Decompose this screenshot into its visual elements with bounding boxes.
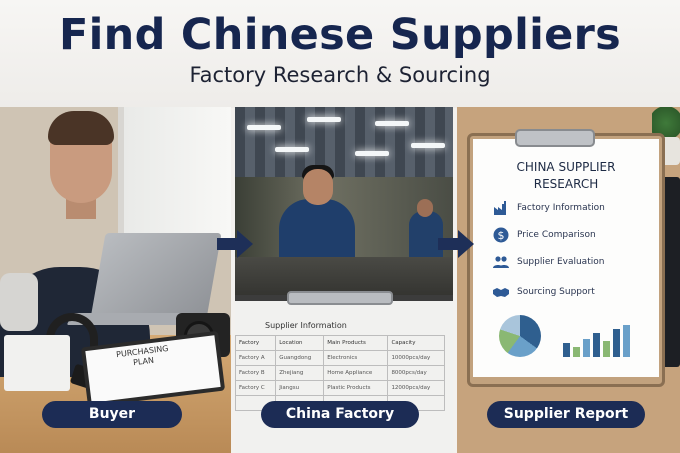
column-header: Location [275,335,325,351]
report-item-sourcing-support: Sourcing Support [493,284,595,300]
factory-panel: Supplier Information Factory Location Ma… [235,107,453,453]
supplier-table: Factory Location Main Products Capacity … [235,335,445,411]
supplier-info-title: Supplier Information [265,321,347,330]
report-panel: CHINA SUPPLIER RESEARCH Factory Informat… [457,107,680,453]
page-subtitle: Factory Research & Sourcing [189,63,491,87]
table-cell: Factory A [235,350,277,366]
pie-chart-icon [499,315,541,357]
table-cell: 10000pcs/day [387,350,445,366]
arrow-head [237,230,253,258]
table-cell: Home Appliance [323,365,389,381]
dollar-icon: $ [493,227,509,243]
supplier-report-label: Supplier Report [487,401,645,428]
table-cell: Factory C [235,380,277,396]
column-header: Capacity [387,335,445,351]
report-title-line-2: RESEARCH [533,177,599,191]
smart-speaker [0,273,38,331]
table-cell: Electronics [323,350,389,366]
ceiling-light [411,143,445,148]
china-factory-label: China Factory [261,401,419,428]
table-cell: 8000pcs/day [387,365,445,381]
arrow-shaft [438,238,460,250]
ceiling-light [307,117,341,122]
buyer-panel: PURCHASING PLAN [0,107,231,453]
people-icon [493,254,509,270]
page-title: Find Chinese Suppliers [58,10,622,60]
report-item-price-comparison: $ Price Comparison [493,227,596,243]
table-cell: Guangdong [275,350,325,366]
report-item-factory-information: Factory Information [493,200,605,216]
column-header: Factory [235,335,277,351]
handshake-icon [493,284,509,300]
report-item-label: Price Comparison [517,230,596,240]
factory-icon [493,200,509,216]
laptop [90,233,222,319]
bar [563,343,570,357]
buyer-label: Buyer [42,401,182,428]
ceiling-light [275,147,309,152]
table-row: Factory A Guangdong Electronics 10000pcs… [235,350,445,366]
window [118,107,231,247]
report-item-label: Factory Information [517,203,605,213]
worker-2-head [417,199,433,217]
arrow-head [458,230,474,258]
table-cell: 12000pcs/day [387,380,445,396]
table-cell: Plastic Products [323,380,389,396]
report-item-supplier-evaluation: Supplier Evaluation [493,254,604,270]
bar [593,333,600,357]
report-title: CHINA SUPPLIER RESEARCH [473,159,659,193]
report-item-label: Supplier Evaluation [517,257,605,267]
table-cell: Jiangsu [275,380,325,396]
bar [603,341,610,357]
table-row: Factory B Zhejiang Home Appliance 8000pc… [235,365,445,381]
table-cell: Factory B [235,365,277,381]
table-cell: Zhejiang [275,365,325,381]
clipboard-clip [287,291,393,305]
factory-worker-2 [409,211,443,261]
report-title-line-1: CHINA SUPPLIER [516,160,616,174]
ceiling-light [247,125,281,130]
ceiling-light [375,121,409,126]
white-box [4,335,70,391]
arrow-shaft [217,238,239,250]
worker-head [303,169,333,205]
table-row: Factory C Jiangsu Plastic Products 12000… [235,380,445,396]
svg-text:$: $ [498,229,505,242]
report-item-label: Sourcing Support [517,287,595,297]
bar-chart-icon [561,313,635,357]
bar [573,347,580,357]
buyer-hair [48,111,114,145]
bar [623,325,630,357]
bar [583,339,590,357]
table-header-row: Factory Location Main Products Capacity [235,335,445,351]
headphones-icon [46,313,98,347]
ceiling-light [355,151,389,156]
header: Find Chinese Suppliers Factory Research … [0,0,680,108]
column-header: Main Products [323,335,389,351]
clipboard-clip [515,129,595,147]
bar [613,329,620,357]
